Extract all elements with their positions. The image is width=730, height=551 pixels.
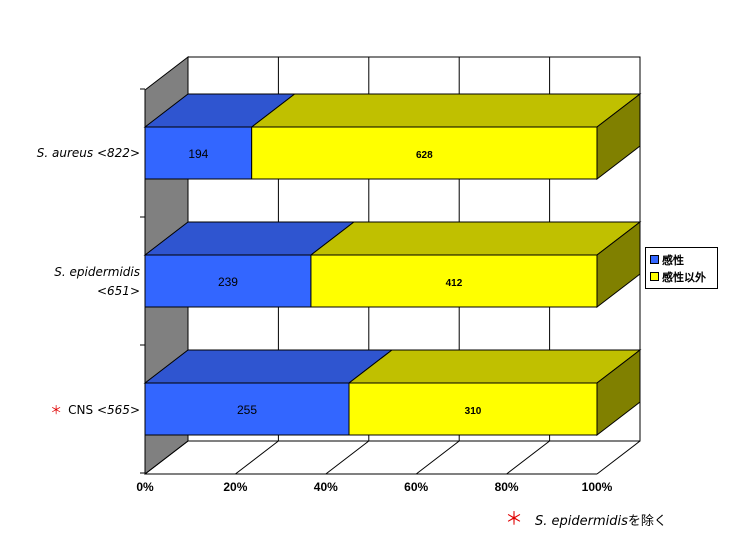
category-star: ＊ — [50, 403, 63, 417]
bar-value-label: 310 — [465, 406, 482, 417]
category-label-0: S. aureus <822> — [0, 144, 140, 163]
x-tick-label: 20% — [223, 480, 247, 494]
x-tick-label: 40% — [314, 480, 338, 494]
bar-2-1 — [348, 382, 598, 436]
bar-value-label: 628 — [416, 150, 433, 161]
legend-label-0: 感性 — [662, 253, 684, 267]
category-label-2: ＊ CNS <565> — [0, 401, 140, 420]
category-name: CNS — [68, 403, 94, 417]
bar-1-1 — [310, 254, 598, 308]
floor-line — [144, 440, 189, 475]
bar-top-0-1 — [250, 93, 642, 128]
legend-swatch-1 — [650, 272, 659, 281]
x-tick-label: 60% — [404, 480, 428, 494]
bar-value-label: 412 — [446, 278, 463, 289]
x-tick-label: 80% — [495, 480, 519, 494]
footnote-suffix: を除く — [627, 514, 667, 529]
floor-line — [415, 440, 460, 475]
bar-value-label: 194 — [188, 147, 208, 161]
category-count: <651> — [96, 284, 140, 298]
footnote-name: S. epidermidis — [535, 514, 628, 529]
x-tick-label: 0% — [136, 480, 154, 494]
legend: 感性 感性以外 — [645, 247, 718, 289]
footnote-star: ＊ — [505, 509, 523, 530]
floor-line — [596, 440, 641, 475]
bar-0-0 — [144, 126, 253, 180]
bar-value-label: 239 — [218, 275, 238, 289]
bar-end-2 — [596, 348, 641, 437]
category-count: <822> — [96, 146, 140, 160]
category-name: S. aureus — [36, 146, 94, 160]
x-tick-label: 100% — [582, 480, 613, 494]
footnote: ＊ S. epidermidisを除く — [505, 505, 667, 531]
legend-item-1: 感性以外 — [650, 268, 713, 285]
bar-top-1-1 — [309, 221, 642, 256]
floor-line — [506, 440, 550, 475]
bar-end-1 — [596, 220, 641, 309]
bar-2-0 — [144, 382, 350, 436]
bar-top-2-1 — [347, 349, 642, 384]
bar-0-1 — [251, 126, 598, 180]
bar-end-0 — [596, 92, 641, 181]
legend-label-1: 感性以外 — [662, 270, 706, 284]
category-label-1: S. epidermidis <651> — [0, 263, 140, 301]
bar-1-0 — [144, 254, 312, 308]
category-name: S. epidermidis — [54, 265, 140, 279]
legend-item-0: 感性 — [650, 251, 713, 268]
floor-line — [235, 440, 279, 475]
floor-line — [325, 440, 370, 475]
bar-value-label: 255 — [237, 403, 257, 417]
legend-swatch-0 — [650, 255, 659, 264]
category-count: <565> — [96, 403, 140, 417]
